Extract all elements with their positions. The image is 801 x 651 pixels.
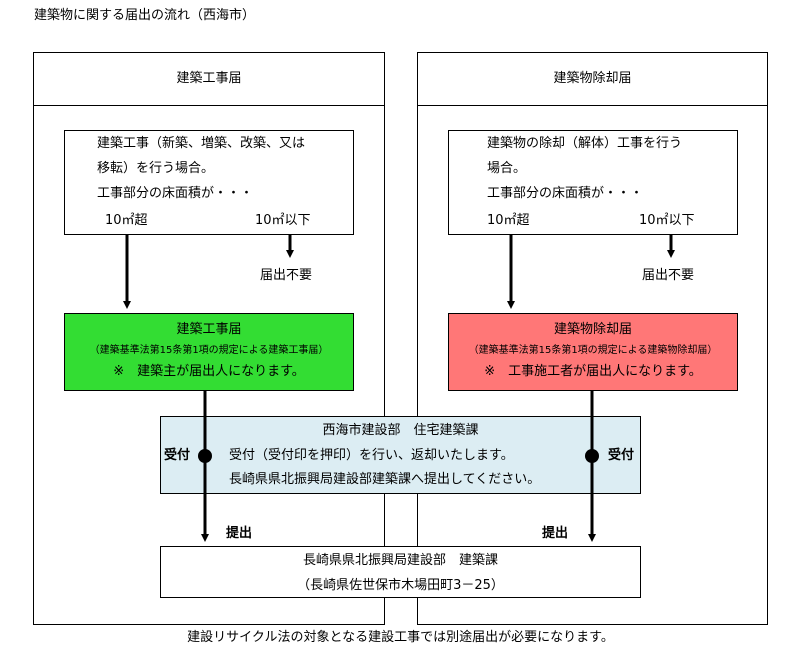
right-submit-label: 提出 <box>542 526 569 541</box>
right-over-label: 10㎡超 <box>487 213 530 228</box>
prefecture-office-title: 長崎県県北振興局建設部 建築課 <box>302 553 498 568</box>
left-under-label: 10㎡以下 <box>255 213 311 228</box>
left-column-header: 建築工事届 <box>34 53 384 106</box>
right-form-who: ※ 工事施工者が届出人になります。 <box>484 363 702 379</box>
right-column-header: 建築物除却届 <box>418 53 767 106</box>
right-condition-line3: 工事部分の床面積が・・・ <box>487 186 644 201</box>
right-receive-label: 受付 <box>608 448 635 463</box>
city-office-box: 西海市建設部 住宅建築課 受付（受付印を押印）を行い、返却いたします。 長崎県県… <box>160 416 641 494</box>
left-condition-line3: 工事部分の床面積が・・・ <box>97 186 254 201</box>
right-form-title: 建築物除却届 <box>553 322 632 337</box>
city-office-line1: 受付（受付印を押印）を行い、返却いたします。 <box>229 448 514 463</box>
left-form-note: （建築基準法第15条第1項の規定による建築工事届） <box>89 344 329 356</box>
right-condition-box: 建築物の除却（解体）工事を行う 場合。 工事部分の床面積が・・・ 10㎡超 10… <box>448 130 738 235</box>
left-not-required-label: 届出不要 <box>260 268 313 283</box>
left-form-who: ※ 建築主が届出人になります。 <box>113 363 305 379</box>
left-condition-line2: 移転）を行う場合。 <box>97 161 215 176</box>
left-condition-line1: 建築工事（新築、増築、改築、又は <box>97 136 306 151</box>
right-under-label: 10㎡以下 <box>639 213 695 228</box>
left-form-box: 建築工事届 （建築基準法第15条第1項の規定による建築工事届） ※ 建築主が届出… <box>64 313 354 391</box>
left-form-title: 建築工事届 <box>176 322 242 337</box>
right-form-box: 建築物除却届 （建築基準法第15条第1項の規定による建築物除却届） ※ 工事施工… <box>448 313 738 391</box>
right-condition-line1: 建築物の除却（解体）工事を行う <box>487 136 683 151</box>
right-not-required-label: 届出不要 <box>642 268 695 283</box>
right-condition-line2: 場合。 <box>487 161 527 176</box>
city-office-line2: 長崎県県北振興局建設部建築課へ提出してください。 <box>229 472 541 487</box>
left-submit-label: 提出 <box>226 526 253 541</box>
diagram-title: 建築物に関する届出の流れ（西海市） <box>34 8 256 23</box>
left-receive-label: 受付 <box>164 448 191 463</box>
left-over-label: 10㎡超 <box>105 213 148 228</box>
prefecture-office-box: 長崎県県北振興局建設部 建築課 （長崎県佐世保市木場田町3－25） <box>160 546 641 598</box>
left-condition-box: 建築工事（新築、増築、改築、又は 移転）を行う場合。 工事部分の床面積が・・・ … <box>64 130 354 235</box>
footer-note: 建設リサイクル法の対象となる建設工事では別途届出が必要になります。 <box>187 630 614 645</box>
city-office-title: 西海市建設部 住宅建築課 <box>322 423 479 438</box>
prefecture-office-address: （長崎県佐世保市木場田町3－25） <box>297 577 504 593</box>
right-form-note: （建築基準法第15条第1項の規定による建築物除却届） <box>468 344 718 356</box>
